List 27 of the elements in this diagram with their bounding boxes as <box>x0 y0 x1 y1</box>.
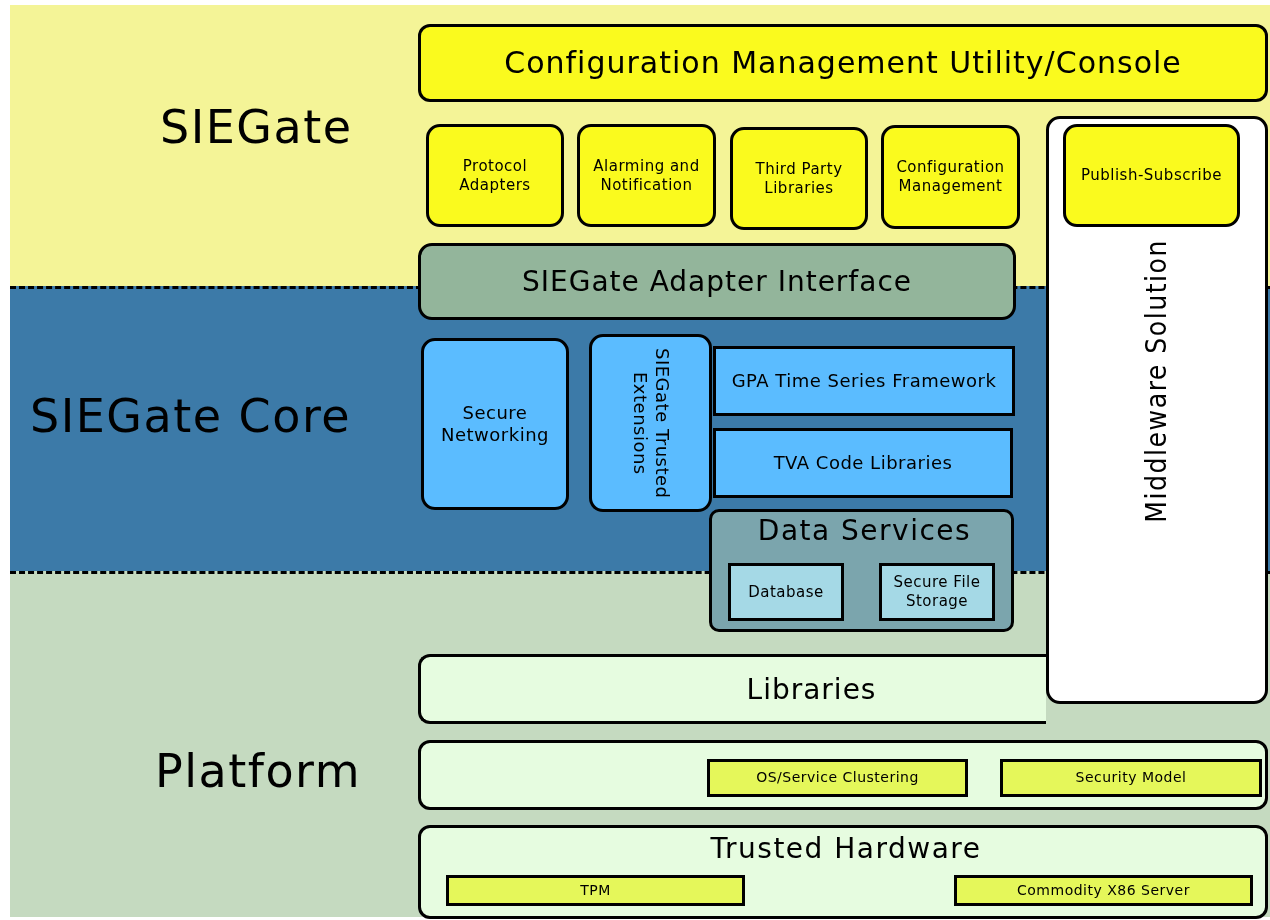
component-box: GPA Time Series Framework <box>713 346 1015 416</box>
component-box: Secure Networking <box>421 338 569 510</box>
component-box: Libraries <box>418 654 1046 724</box>
component-box: SIEGate Trusted Extensions <box>589 334 712 512</box>
component-box: OS/Service Clustering <box>707 759 968 797</box>
component-box: Configuration Management Utility/Console <box>418 24 1268 102</box>
component-box: Protocol Adapters <box>426 124 564 227</box>
component-box: Publish-Subscribe <box>1063 124 1240 227</box>
component-box: Third Party Libraries <box>730 127 868 230</box>
component-box: SIEGate Adapter Interface <box>418 243 1016 320</box>
group-panel <box>709 509 1014 632</box>
group-title: Middleware Solution <box>1140 239 1174 523</box>
component-box: TVA Code Libraries <box>713 428 1013 498</box>
component-box: Security Model <box>1000 759 1262 797</box>
layer-row <box>418 740 1268 810</box>
component-box: Commodity X86 Server <box>954 875 1253 906</box>
layer-row <box>418 825 1268 919</box>
group-title: Trusted Hardware <box>709 832 983 865</box>
component-box: Secure File Storage <box>879 563 995 621</box>
component-box: Alarming and Notification <box>577 124 716 227</box>
component-box: Database <box>728 563 844 621</box>
component-box: TPM <box>446 875 745 906</box>
component-box: Configuration Management <box>881 125 1020 229</box>
group-title: Data Services <box>756 514 973 547</box>
layer-title: SIEGate <box>160 100 353 154</box>
layer-title: Platform <box>155 744 361 798</box>
layer-title: SIEGate Core <box>30 389 352 443</box>
